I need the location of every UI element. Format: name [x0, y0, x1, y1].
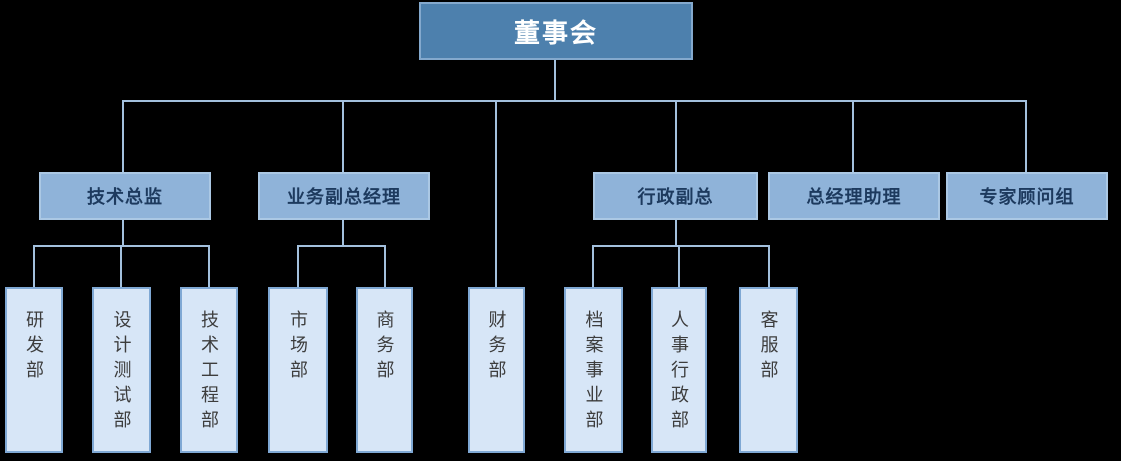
org-node-label: 专家顾问组	[979, 187, 1075, 207]
connector-drop-experts	[1025, 100, 1027, 172]
org-node-label: 总经理助理	[806, 187, 902, 207]
org-node-expert-advisors[interactable]: 专家顾问组	[946, 172, 1108, 220]
connector-business-bus	[297, 245, 386, 247]
connector-drop-tech-engineering	[208, 245, 210, 287]
org-node-commerce-dept[interactable]: 商务部	[356, 287, 413, 453]
org-node-label: 研发部	[24, 310, 44, 385]
connector-drop-commerce	[384, 245, 386, 287]
connector-drop-tech	[122, 100, 124, 172]
org-node-rnd-dept[interactable]: 研发部	[5, 287, 63, 453]
org-node-hr-admin-dept[interactable]: 人事行政部	[651, 287, 707, 453]
connector-root-riser	[554, 60, 556, 100]
org-node-customer-service-dept[interactable]: 客服部	[739, 287, 798, 453]
org-node-business-deputy-gm[interactable]: 业务副总经理	[258, 172, 430, 220]
org-node-archives-dept[interactable]: 档案事业部	[564, 287, 623, 453]
org-node-label: 董事会	[513, 17, 598, 48]
org-node-label: 技术工程部	[199, 310, 219, 435]
connector-drop-hr-admin	[678, 245, 680, 287]
connector-drop-finance	[495, 100, 497, 287]
org-node-label: 行政副总	[637, 187, 714, 207]
connector-main-bus	[122, 100, 1027, 102]
org-node-tech-engineering-dept[interactable]: 技术工程部	[180, 287, 238, 453]
org-node-design-test-dept[interactable]: 设计测试部	[92, 287, 151, 453]
org-node-label: 设计测试部	[111, 310, 132, 435]
org-node-board[interactable]: 董事会	[419, 2, 693, 60]
org-node-label: 客服部	[758, 310, 779, 385]
connector-admin-bus	[592, 245, 770, 247]
connector-admin-riser	[675, 220, 677, 245]
connector-drop-assistant	[852, 100, 854, 172]
org-node-marketing-dept[interactable]: 市场部	[268, 287, 328, 453]
connector-drop-business	[342, 100, 344, 172]
connector-drop-marketing	[297, 245, 299, 287]
org-node-label: 人事行政部	[669, 310, 689, 435]
connector-business-riser	[342, 220, 344, 245]
connector-drop-design-test	[120, 245, 122, 287]
connector-drop-archives	[592, 245, 594, 287]
org-node-finance-dept[interactable]: 财务部	[468, 287, 525, 453]
org-node-admin-deputy[interactable]: 行政副总	[593, 172, 758, 220]
org-node-label: 档案事业部	[583, 310, 604, 435]
connector-drop-rnd	[33, 245, 35, 287]
org-node-label: 业务副总经理	[287, 187, 401, 207]
org-node-label: 财务部	[486, 310, 507, 385]
org-node-label: 市场部	[288, 310, 308, 385]
connector-tech-riser	[122, 220, 124, 245]
connector-drop-admin	[675, 100, 677, 172]
org-node-label: 技术总监	[87, 187, 163, 207]
org-node-label: 商务部	[374, 310, 395, 385]
org-node-gm-assistant[interactable]: 总经理助理	[768, 172, 940, 220]
org-node-tech-director[interactable]: 技术总监	[39, 172, 211, 220]
connector-drop-customer-service	[768, 245, 770, 287]
